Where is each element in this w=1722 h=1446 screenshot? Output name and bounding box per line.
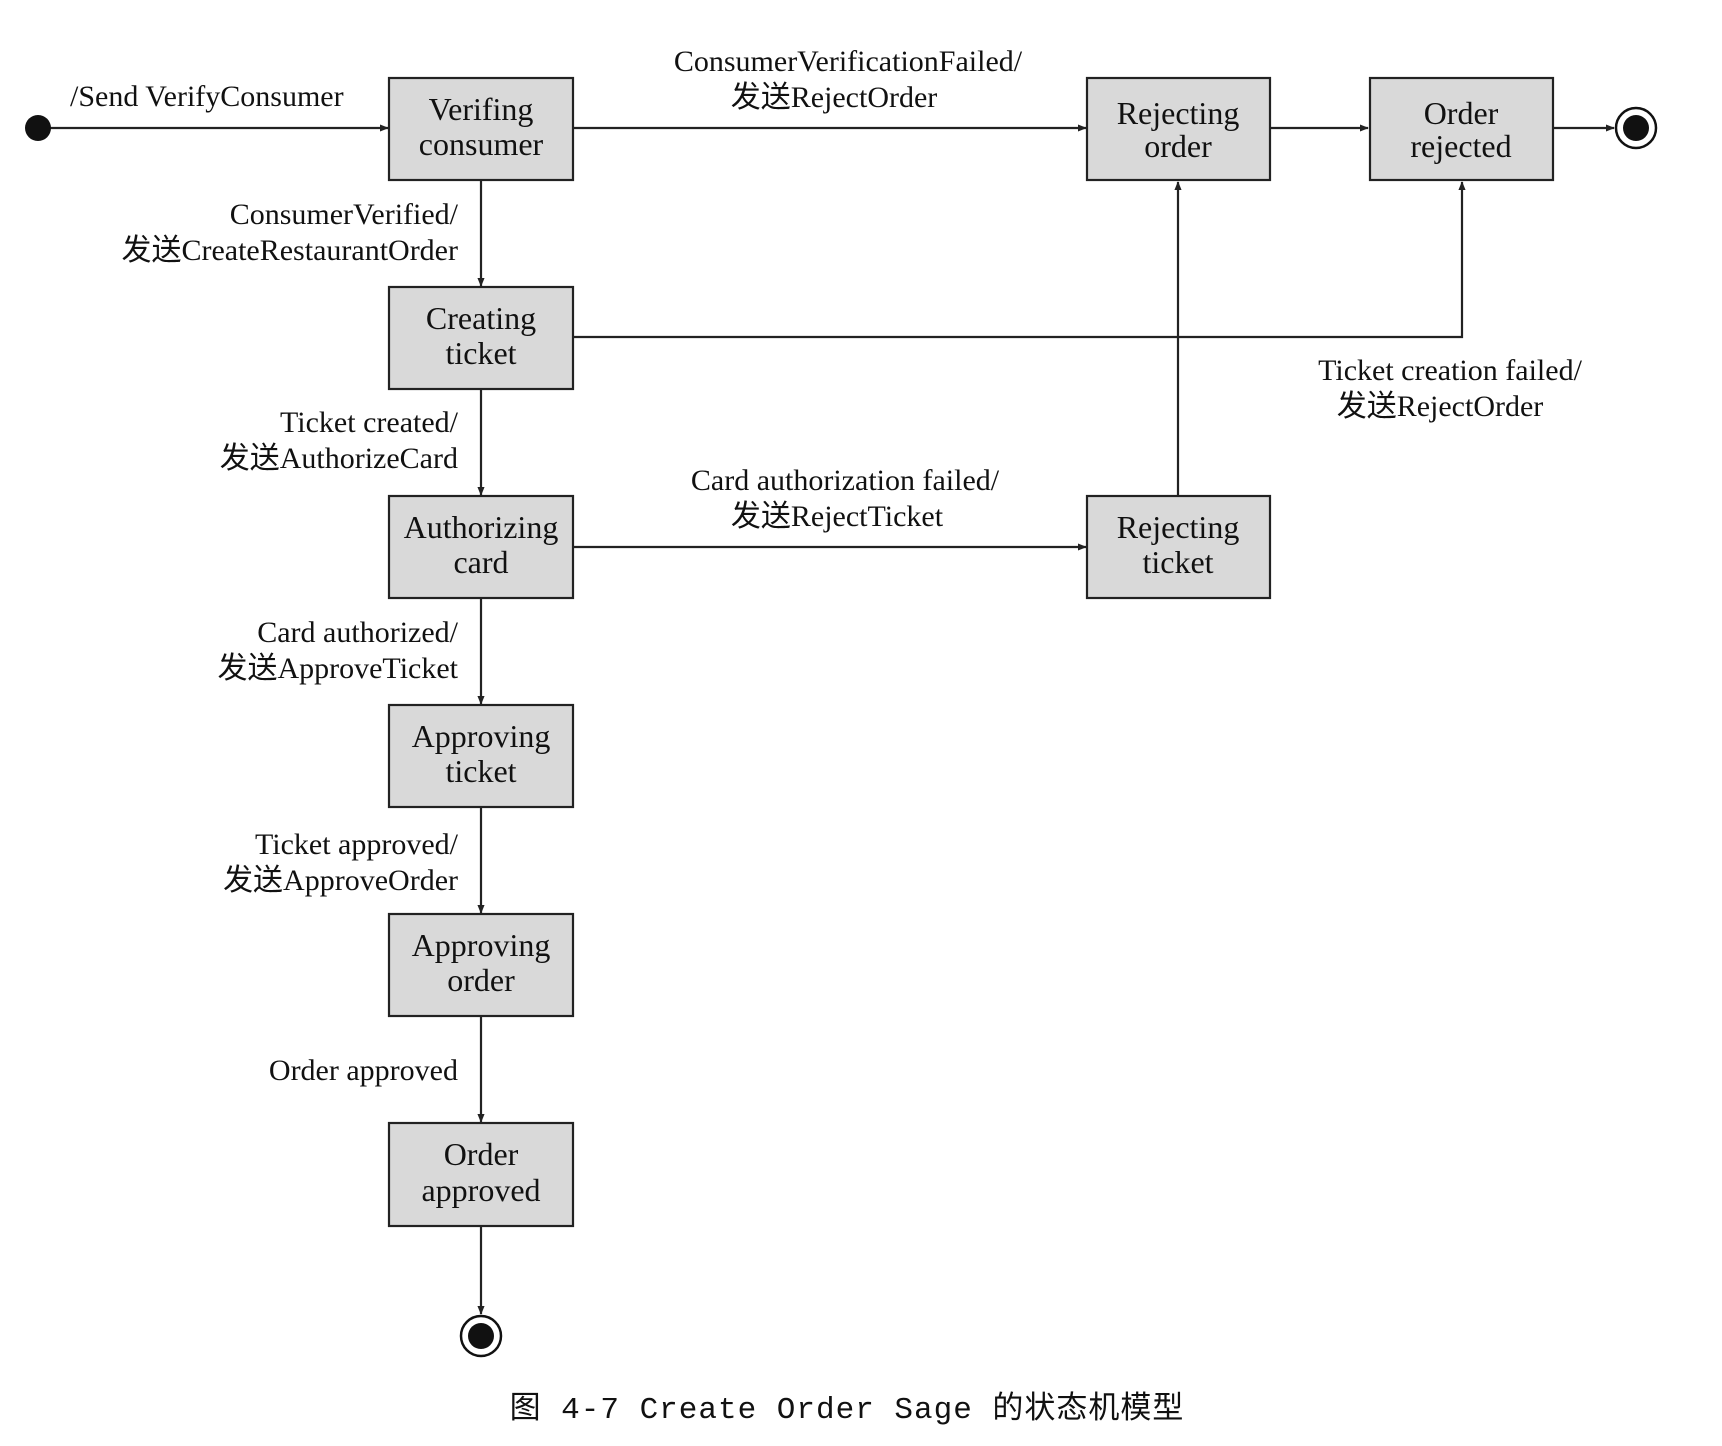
state-rejecting-order-line2: order [1144,128,1212,164]
state-order-approved: Order approved [387,1121,575,1228]
state-verifying-consumer: Verifing consumer [387,76,575,182]
state-order-approved-line2: approved [421,1172,540,1208]
state-rejecting-ticket: Rejecting ticket [1085,494,1272,600]
state-rejecting-ticket-line2: ticket [1142,544,1213,580]
state-verifying-consumer-line2: consumer [419,126,544,162]
label-consumer-verified-line2: 发送CreateRestaurantOrder [121,234,458,267]
state-approving-ticket: Approving ticket [387,703,575,809]
label-start: /Send VerifyConsumer [70,80,344,113]
state-creating-ticket: Creating ticket [387,285,575,391]
label-ticket-created-line1: Ticket created/ [280,406,459,439]
state-approving-order: Approving order [387,912,575,1018]
state-approving-order-line1: Approving [412,927,551,963]
state-verifying-consumer-line1: Verifing [429,91,534,127]
state-approving-ticket-line2: ticket [445,753,516,789]
state-order-rejected-line2: rejected [1410,128,1511,164]
state-creating-ticket-line2: ticket [445,335,516,371]
final-state-approved [459,1314,503,1358]
label-card-authorization-failed-line1: Card authorization failed/ [691,464,1000,497]
state-approving-ticket-line1: Approving [412,718,551,754]
state-order-approved-line1: Order [444,1136,519,1172]
state-rejecting-order: Rejecting order [1085,76,1272,182]
label-ticket-approved-line2: 发送ApproveOrder [223,864,458,897]
ticket-creation-failed-edge [573,181,1466,339]
state-authorizing-card-line2: card [453,544,508,580]
transitions [38,124,1615,1315]
label-ticket-creation-failed-line2: 发送RejectOrder [1337,390,1544,423]
state-creating-ticket-line1: Creating [426,300,536,336]
label-consumer-verified-line1: ConsumerVerified/ [230,198,459,231]
label-card-authorized-line2: 发送ApproveTicket [217,652,458,685]
label-order-approved: Order approved [269,1054,458,1087]
state-authorizing-card: Authorizing card [387,494,575,600]
label-card-authorized-line1: Card authorized/ [257,616,458,649]
label-ticket-creation-failed-line1: Ticket creation failed/ [1318,354,1582,387]
state-authorizing-card-line1: Authorizing [404,509,559,545]
label-ticket-created-line2: 发送AuthorizeCard [220,442,458,475]
state-rejecting-order-line1: Rejecting [1117,95,1240,131]
state-rejecting-ticket-line1: Rejecting [1117,509,1240,545]
state-approving-order-line2: order [447,962,515,998]
label-consumer-verification-failed-line2: 发送RejectOrder [731,81,938,114]
initial-state [25,115,51,141]
label-ticket-approved-line1: Ticket approved/ [255,828,459,861]
figure-caption: 图 4-7 Create Order Sage 的状态机模型 [510,1391,1185,1428]
final-state-rejected [1614,106,1658,150]
state-order-rejected: Order rejected [1368,76,1555,182]
label-consumer-verification-failed-line1: ConsumerVerificationFailed/ [674,45,1023,78]
label-card-authorization-failed-line2: 发送RejectTicket [731,500,944,533]
state-order-rejected-line1: Order [1424,95,1499,131]
